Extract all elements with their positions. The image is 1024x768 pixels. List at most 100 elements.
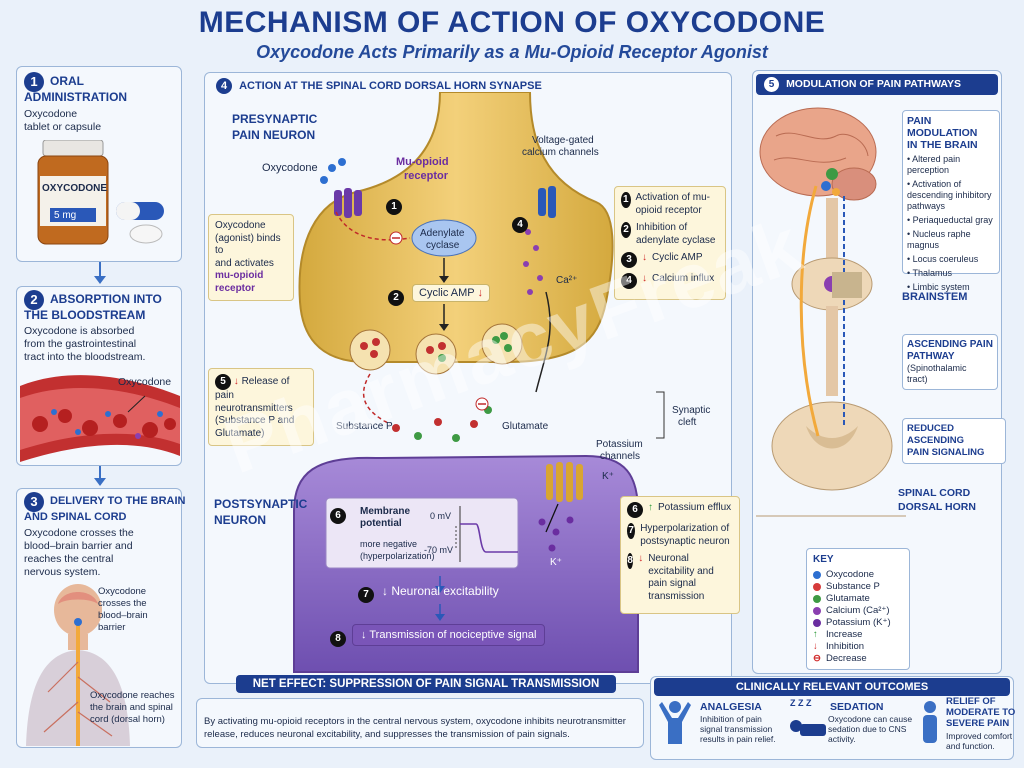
mu-receptor-label-1: Mu-opioid	[396, 156, 449, 168]
ascending-pathway-box: ASCENDING PAIN PATHWAY (Spinothalamic tr…	[902, 334, 998, 390]
absorption-title-2: THE BLOODSTREAM	[24, 308, 146, 322]
modulation-header: 5 MODULATION OF PAIN PATHWAYS	[756, 74, 998, 95]
pain-pathway-illustration	[756, 107, 906, 517]
synapse-illustration	[293, 92, 665, 673]
adenylate-cyclase-label-2: cyclase	[426, 240, 460, 251]
delivery-note-1a: Oxycodone	[98, 586, 147, 597]
person-standing-icon	[923, 701, 937, 743]
postsynaptic-label-1: POSTSYNAPTIC	[214, 497, 308, 511]
cyclic-amp-box: Cyclic AMP ↓	[412, 284, 490, 302]
k-plus-label-top: K⁺	[602, 471, 614, 482]
brain-item: • Locus coeruleus	[907, 254, 979, 264]
summary-text-1: By activating mu-opioid receptors in the…	[204, 716, 626, 727]
key-item: ↓Inhibition	[813, 641, 865, 652]
calcium-label: Ca²⁺	[556, 275, 578, 286]
absorption-text-2: from the gastrointestinal	[24, 338, 137, 350]
analgesia-text-3: results in pain relief.	[700, 734, 776, 744]
step-4-marker: 4	[512, 214, 528, 233]
absorption-text-3: tract into the bloodstream.	[24, 351, 146, 363]
step-2-badge: 2	[24, 290, 44, 310]
delivery-note-2c: cord (dorsal horn)	[90, 714, 165, 725]
sedation-text-2: sedation due to CNS	[828, 724, 907, 734]
vgcc-label-2: calcium channels	[522, 147, 599, 158]
key-box: KEY Oxycodone Substance P Glutamate Calc…	[806, 548, 910, 670]
absorption-title-1: ABSORPTION INTO	[50, 292, 162, 306]
delivery-note-1b: crosses the	[98, 598, 147, 609]
oral-text-1: Oxycodone	[24, 108, 78, 120]
brain-title-2: IN THE BRAIN	[907, 139, 978, 151]
summary-text-2: release, reduces neuronal excitability, …	[204, 729, 570, 740]
substance-p-label: Substance P	[336, 421, 393, 432]
oxycodone-label: Oxycodone	[262, 162, 318, 174]
analgesia-text-2: signal transmission	[700, 724, 773, 734]
key-item: Glutamate	[813, 593, 903, 605]
bottle-dose: 5 mg	[54, 210, 77, 221]
synapse-header: 4 ACTION AT THE SPINAL CORD DORSAL HORN …	[208, 75, 728, 97]
oral-title-2: ADMINISTRATION	[24, 90, 128, 104]
step-6-marker: 6	[330, 505, 346, 524]
brain-item: • Activation of descending inhibitory pa…	[907, 179, 992, 211]
release-info-box: 5 ↓ Release of pain neurotransmitters (S…	[208, 368, 314, 446]
brain-modulation-box: PAIN MODULATION IN THE BRAIN • Altered p…	[902, 110, 1000, 292]
page-title: MECHANISM OF ACTION OF OXYCODONE	[198, 6, 826, 39]
brain-item: • Periaqueductal gray	[907, 215, 993, 225]
step-8-marker: 8	[330, 628, 346, 647]
step-row: 8↓Neuronal excitability and pain signal …	[627, 553, 714, 602]
key-item: Potassium (K⁺)	[813, 617, 903, 629]
more-negative-label: more negative	[360, 539, 418, 549]
mu-receptor-label-2: receptor	[404, 170, 449, 182]
glutamate-label: Glutamate	[502, 421, 549, 432]
bottle-label: OXYCODONE	[42, 183, 108, 194]
flow-arrow-down-icon	[94, 262, 106, 284]
step-row: 3↓Cyclic AMP	[621, 252, 719, 268]
relief-text-1: Improved comfort	[946, 731, 1013, 741]
up-arrow-icon: ↑	[813, 629, 818, 640]
potassium-channels-label-2: channels	[600, 451, 641, 462]
neuronal-excitability-label: ↓ Neuronal excitability	[382, 584, 499, 598]
key-item: Substance P	[813, 581, 903, 593]
oxycodone-bottle-icon	[37, 140, 164, 245]
adenylate-cyclase-label-1: Adenylate	[420, 228, 465, 239]
brain-item: • Limbic system	[907, 282, 970, 292]
binds-info-box: Oxycodone (agonist) binds to and activat…	[208, 214, 294, 301]
reduced-ascending-box: REDUCED ASCENDING PAIN SIGNALING	[902, 418, 1006, 464]
delivery-note-2a: Oxycodone reaches	[90, 690, 175, 701]
sleeping-person-icon	[790, 720, 826, 736]
key-item: ⊖Decrease	[813, 653, 867, 664]
absorption-text-1: Oxycodone is absorbed	[24, 325, 135, 337]
presynaptic-label-1: PRESYNAPTIC	[232, 112, 318, 126]
brainstem-label: BRAINSTEM	[902, 291, 968, 303]
nociceptive-transmission-box: ↓ Transmission of nociceptive signal	[352, 624, 546, 646]
key-item: Oxycodone	[813, 569, 903, 581]
delivery-note-1c: blood–brain	[98, 610, 148, 621]
brain-item: • Altered pain perception	[907, 154, 961, 175]
sedation-title: SEDATION	[830, 701, 884, 713]
relief-title-2: MODERATE TO	[946, 707, 1016, 718]
delivery-text-4: nervous system.	[24, 566, 101, 578]
step-7-marker: 7	[358, 584, 374, 603]
down-arrow-icon: ↓	[813, 641, 818, 652]
mv-neg-label: -70 mV	[424, 545, 454, 555]
synaptic-cleft-label-1: Synaptic	[672, 405, 711, 416]
oral-title-1: ORAL	[50, 74, 84, 88]
membrane-label-2: potential	[360, 518, 402, 529]
delivery-title-2: AND SPINAL CORD	[24, 511, 127, 523]
step-row: 4↓Calcium influx	[621, 273, 719, 289]
sedation-text-3: activity.	[828, 734, 856, 744]
step-2-marker: 2	[388, 287, 404, 306]
relief-title-3: SEVERE PAIN	[946, 718, 1010, 729]
delivery-title-1: DELIVERY TO THE BRAIN	[50, 495, 186, 507]
net-effect-banner: NET EFFECT: SUPPRESSION OF PAIN SIGNAL T…	[236, 675, 616, 693]
potassium-channels-label-1: Potassium	[596, 439, 643, 450]
relief-title-1: RELIEF OF	[946, 696, 996, 707]
brain-item: • Thalamus	[907, 268, 953, 278]
brain-item: • Nucleus raphe magnus	[907, 229, 971, 250]
sedation-text-1: Oxycodone can cause	[828, 714, 913, 724]
k-plus-label-bottom: K⁺	[550, 557, 562, 568]
postsynaptic-label-2: NEURON	[214, 513, 267, 527]
spinal-cord-label-2: DORSAL HORN	[898, 501, 976, 513]
